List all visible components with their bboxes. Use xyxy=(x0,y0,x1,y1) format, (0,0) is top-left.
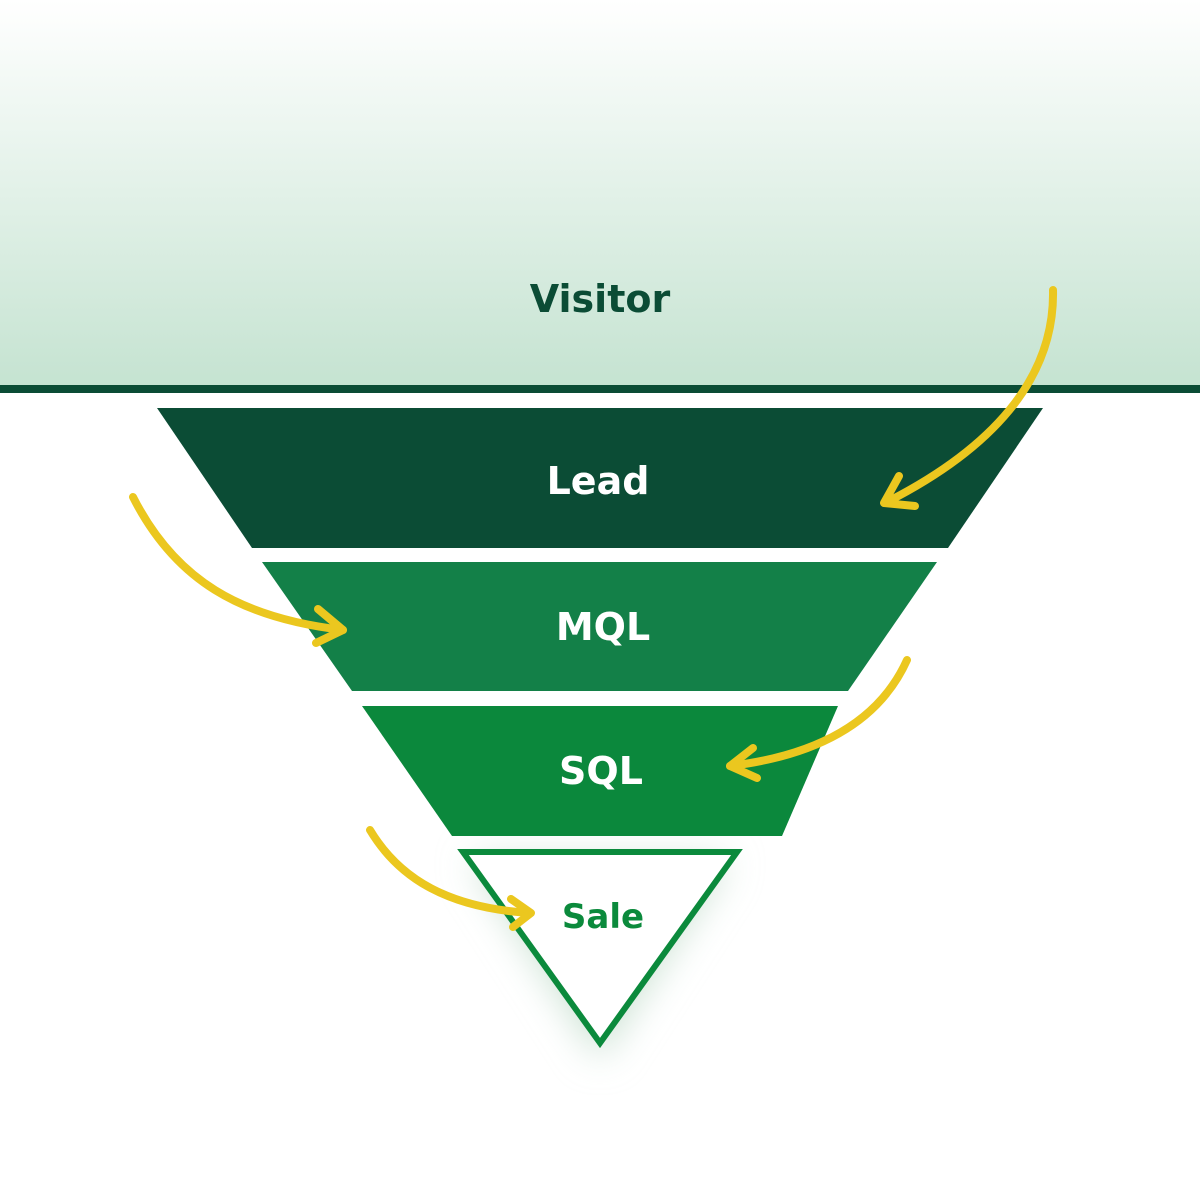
stage-label-sale: Sale xyxy=(562,897,644,937)
stage-lead xyxy=(157,408,1043,548)
arrow-lead-to-mql-icon xyxy=(129,493,347,647)
stage-label-mql: MQL xyxy=(556,605,650,649)
stage-mql xyxy=(262,562,937,691)
stage-sql xyxy=(362,706,838,836)
visitor-divider xyxy=(0,385,1200,393)
arrow-visitor-to-lead-icon xyxy=(880,286,1058,510)
stage-label-lead: Lead xyxy=(547,459,650,503)
stage-sale xyxy=(457,849,743,1049)
stage-label-visitor: Visitor xyxy=(530,277,671,321)
stage-label-sql: SQL xyxy=(559,749,643,793)
arrow-mql-to-sql-icon xyxy=(726,656,911,782)
arrow-sql-to-sale-icon xyxy=(366,826,535,931)
visitor-band xyxy=(0,0,1200,386)
